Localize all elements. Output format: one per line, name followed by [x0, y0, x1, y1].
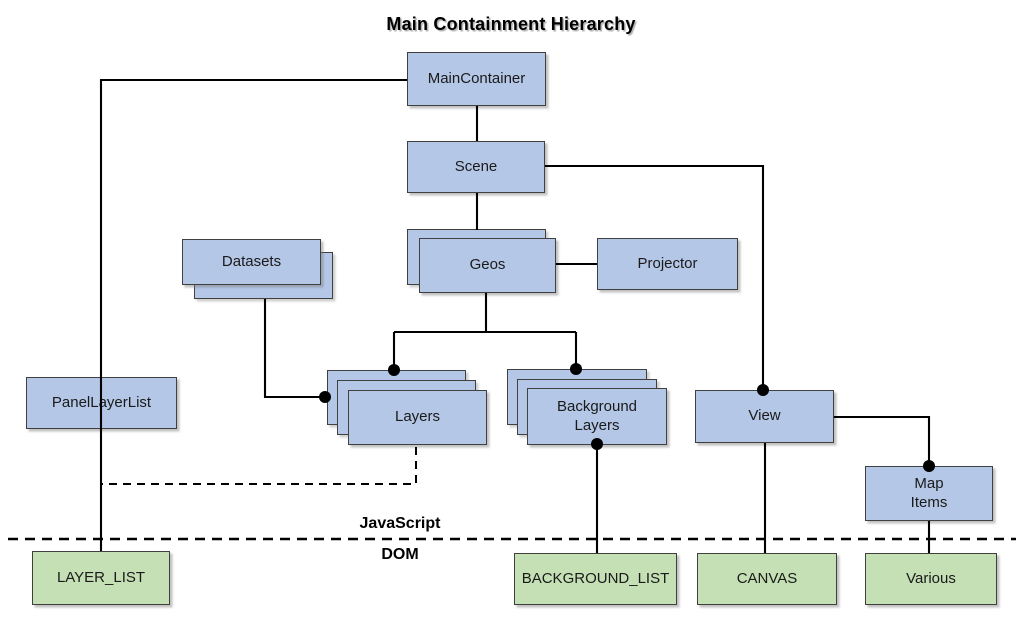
node-geos-label: Geos — [469, 256, 506, 274]
edge-maincontainer-layerlist — [99, 78, 407, 551]
node-canvas: CANVAS — [697, 553, 837, 605]
node-layers: Layers — [348, 390, 487, 445]
node-background-list: BACKGROUND_LIST — [514, 553, 677, 605]
node-layer-list-label: LAYER_LIST — [56, 568, 146, 586]
node-datasets: Datasets — [182, 239, 321, 285]
node-scene-label: Scene — [454, 157, 498, 175]
edge-datasets-layers — [263, 299, 325, 399]
node-background-layers-label: Background Layers — [556, 397, 638, 434]
node-map-items-label: Map Items — [910, 474, 948, 511]
node-projector: Projector — [597, 238, 738, 290]
node-map-items: Map Items — [865, 466, 993, 521]
edge-view-mapitems — [834, 415, 931, 466]
node-layers-label: Layers — [394, 408, 441, 426]
diagram-title: Main Containment Hierarchy — [386, 14, 636, 34]
node-background-list-label: BACKGROUND_LIST — [521, 569, 670, 587]
node-various: Various — [865, 553, 997, 605]
zone-label-dom: DOM — [381, 546, 419, 563]
node-scene: Scene — [407, 141, 545, 193]
node-various-label: Various — [906, 569, 956, 587]
node-geos: Geos — [419, 238, 556, 293]
node-canvas-label: CANVAS — [736, 569, 798, 587]
node-main-container-label: MainContainer — [427, 69, 526, 87]
node-layer-list: LAYER_LIST — [32, 551, 170, 605]
node-panel-layer-list: PanelLayerList — [26, 377, 177, 429]
edge-layers-panellayerlist-dashed — [102, 447, 417, 485]
node-background-layers: Background Layers — [527, 388, 667, 445]
node-main-container: MainContainer — [407, 52, 546, 106]
node-view: View — [695, 390, 834, 443]
node-datasets-label: Datasets — [221, 252, 282, 270]
node-panel-layer-list-label: PanelLayerList — [51, 393, 152, 411]
zone-label-javascript: JavaScript — [359, 515, 441, 532]
node-view-label: View — [748, 407, 781, 425]
node-projector-label: Projector — [637, 254, 698, 272]
